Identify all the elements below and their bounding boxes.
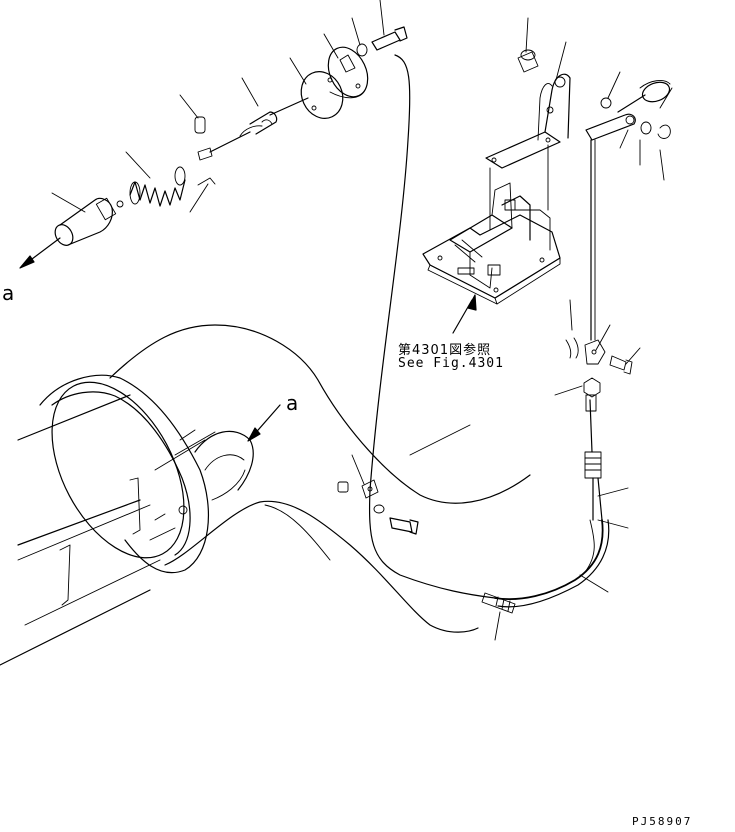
brake-cylinder-assembly: [54, 26, 408, 246]
view-marker-left: a: [2, 281, 15, 305]
cable-clamp: [337, 479, 419, 535]
figure-reference-japanese: 第4301図参照: [398, 343, 492, 358]
view-marker-center: a: [286, 391, 299, 415]
leader-lines: [51, 0, 673, 641]
figure-reference-english: See Fig.4301: [398, 356, 504, 371]
reference-arrow: [452, 294, 477, 334]
brake-cable: [369, 54, 633, 614]
view-arrow-left: [19, 237, 61, 269]
view-arrow-center: [247, 404, 281, 442]
drawing-code: PJ58907: [632, 815, 693, 828]
axle-housing: [0, 324, 531, 666]
pedal-bracket: [485, 49, 671, 231]
brake-valve: [422, 182, 561, 305]
